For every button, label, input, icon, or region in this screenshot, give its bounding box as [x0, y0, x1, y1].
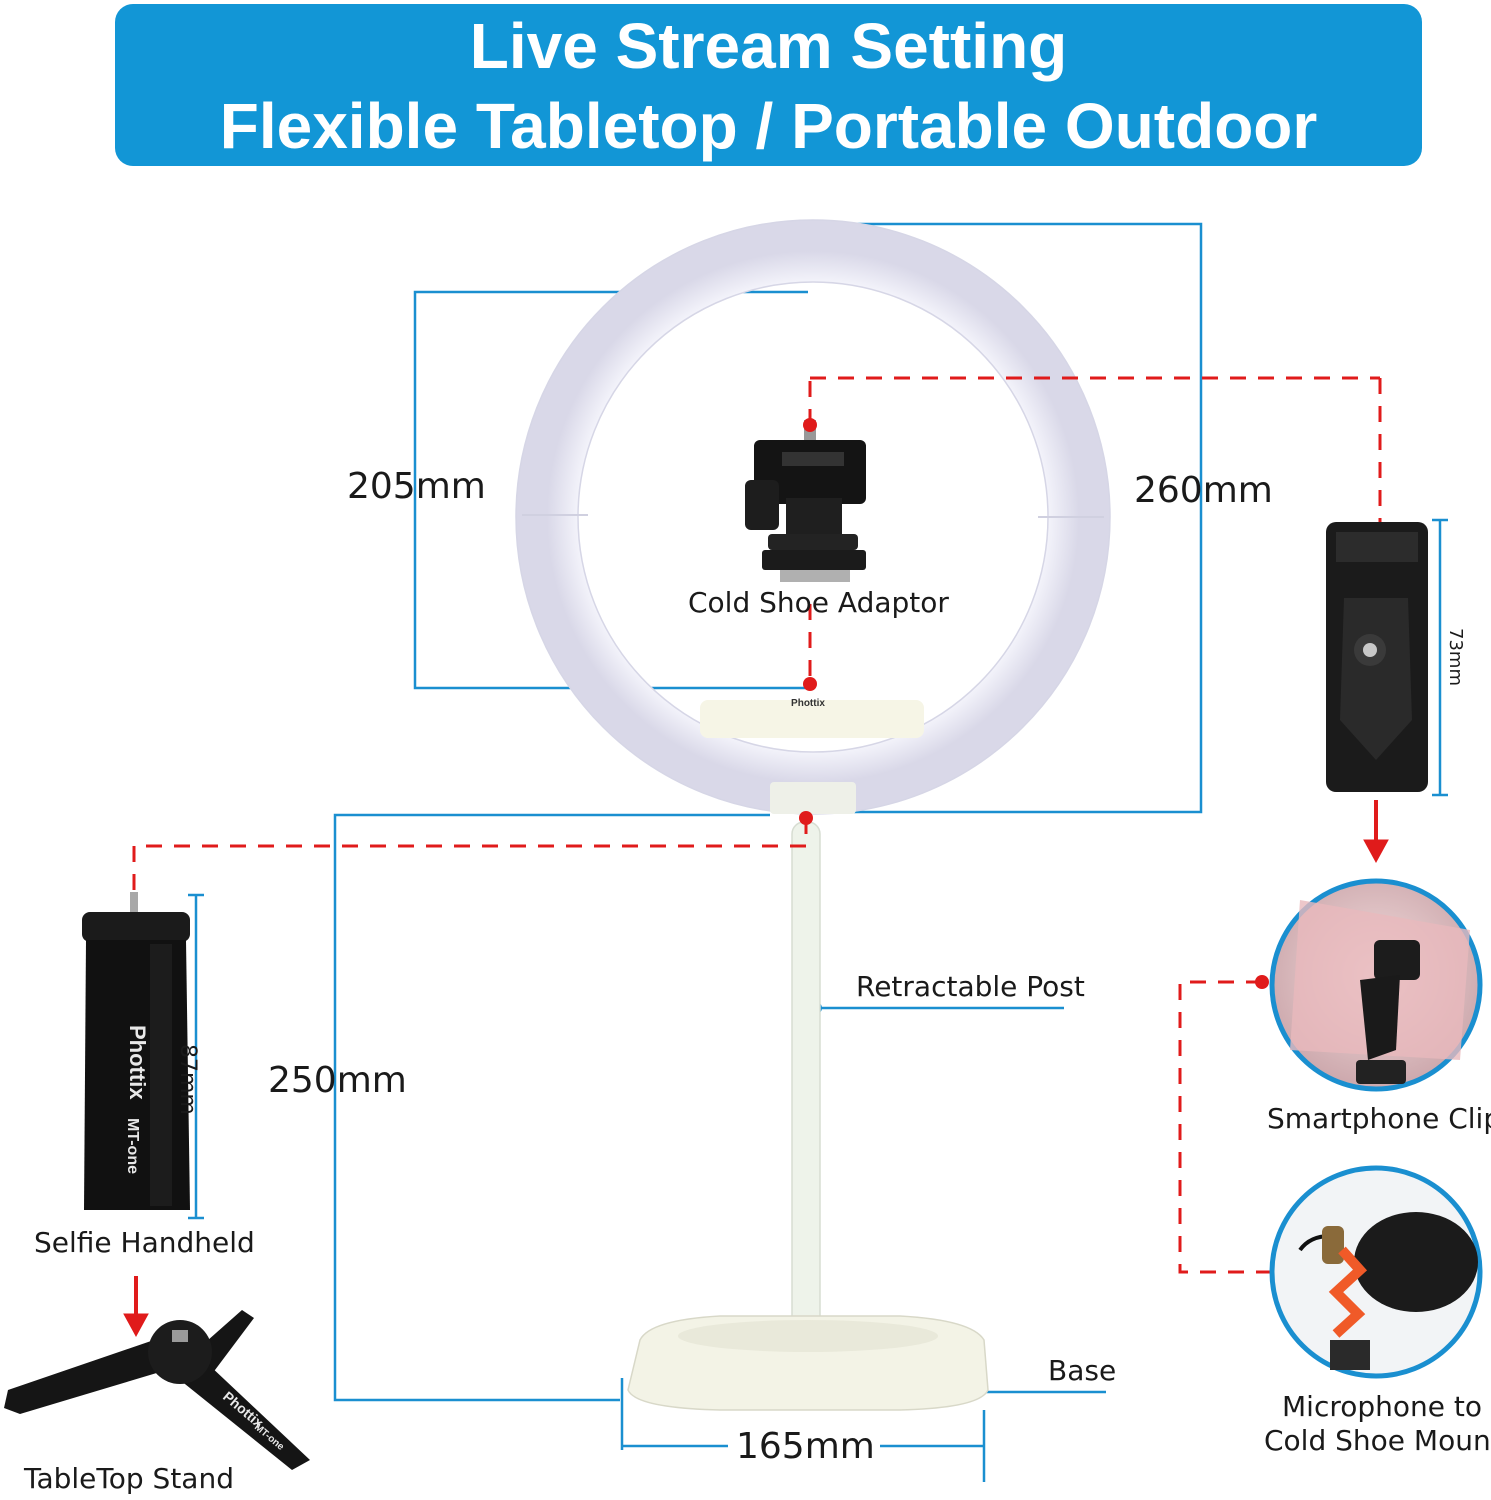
base-label: Base	[1048, 1354, 1117, 1387]
banner-title: Live Stream Setting	[469, 10, 1068, 82]
microphone-label-line2: Cold Shoe Mount	[1264, 1424, 1491, 1457]
stand-icon	[627, 821, 989, 1411]
handheld-icon	[82, 892, 190, 1210]
microphone-label-line1: Microphone to	[1282, 1390, 1482, 1423]
outer-ring-dimension-label: 260mm	[1134, 470, 1273, 511]
cold-shoe-icon	[745, 420, 866, 582]
phone-holder-icon	[1326, 522, 1428, 792]
microphone-icon	[1269, 1165, 1483, 1379]
header-banner: Live Stream Setting Flexible Tabletop / …	[115, 4, 1422, 166]
stand-height-dimension-label: 250mm	[268, 1060, 407, 1101]
handheld-dimension-label: 87mm	[175, 1044, 200, 1115]
selfie-handheld-label: Selfie Handheld	[34, 1226, 255, 1259]
arrows	[123, 800, 1389, 1338]
smartphone-clip-icon	[1269, 878, 1483, 1092]
outer-ring-dimension-line	[802, 222, 1203, 814]
ring-light-icon	[515, 219, 1111, 815]
banner-subtitle: Flexible Tabletop / Portable Outdoor	[219, 90, 1318, 162]
connector-lines	[132, 376, 1382, 1274]
smartphone-clip-label: Smartphone Clip	[1267, 1102, 1491, 1135]
ring-logo: Phottix	[791, 698, 825, 709]
handheld-model: MT-one	[124, 1118, 141, 1174]
retractable-post-label: Retractable Post	[856, 970, 1085, 1003]
handheld-logo: Phottix	[125, 1025, 150, 1100]
tabletop-stand-label: TableTop Stand	[24, 1462, 234, 1495]
stand-height-dimension-line	[333, 813, 770, 1402]
base-width-dimension-label: 165mm	[736, 1426, 875, 1467]
tripod-icon	[4, 1310, 310, 1470]
inner-ring-dimension-label: 205mm	[347, 466, 486, 507]
cold-shoe-adaptor-label: Cold Shoe Adaptor	[688, 586, 949, 619]
clip-dimension-label: 73mm	[1445, 628, 1466, 686]
